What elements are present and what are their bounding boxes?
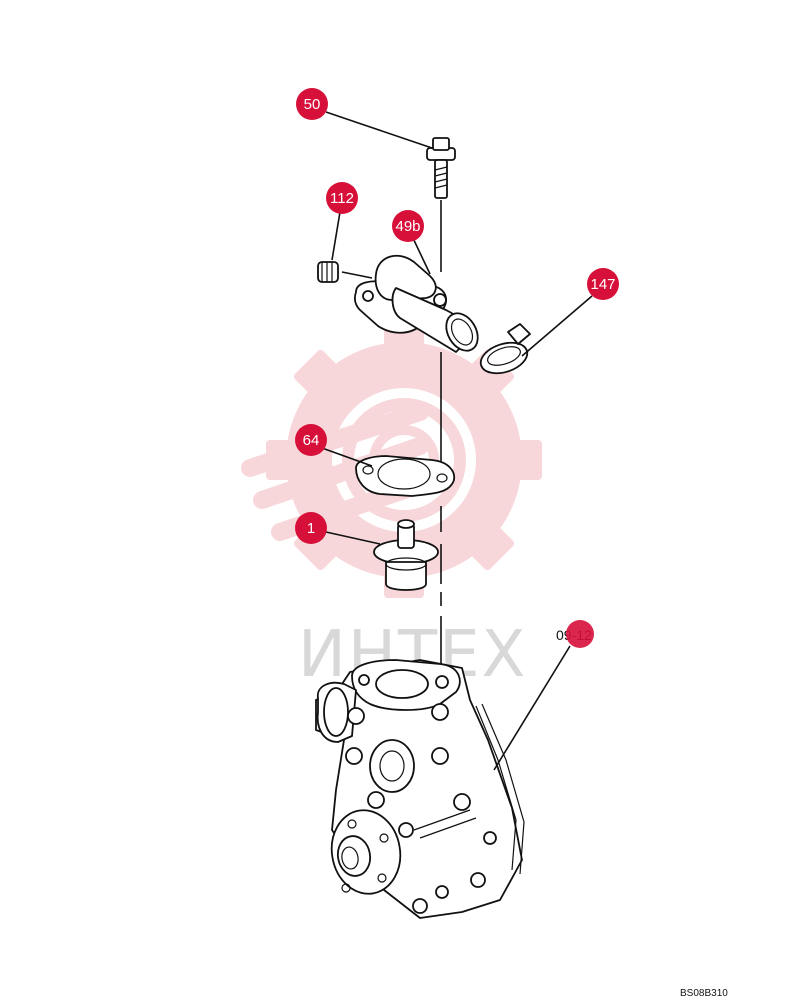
thermostat-part: [373, 519, 439, 591]
callout-50[interactable]: 50: [296, 88, 328, 120]
reference-09-12[interactable]: 09-12: [556, 620, 594, 648]
water-pump-housing-part: [315, 659, 525, 919]
callout-49b[interactable]: 49b: [392, 210, 424, 242]
hose-clamp-part: [479, 323, 531, 375]
callout-49b-label: 49b: [395, 218, 420, 235]
outlet-elbow-part: [353, 254, 479, 353]
callout-64[interactable]: 64: [295, 424, 327, 456]
callout-50-label: 50: [304, 96, 321, 113]
callout-112-label: 112: [330, 190, 354, 207]
drawing-code: BS08B310: [680, 988, 728, 999]
bolt-part: [426, 137, 456, 199]
callout-147-label: 147: [590, 276, 615, 293]
callout-1[interactable]: 1: [295, 512, 327, 544]
callout-64-label: 64: [303, 432, 320, 449]
callout-147[interactable]: 147: [587, 268, 619, 300]
gasket-part: [355, 455, 456, 497]
plug-part: [317, 261, 373, 283]
callout-1-label: 1: [307, 520, 315, 537]
leader-lines: [321, 111, 593, 771]
callout-112[interactable]: 112: [326, 182, 358, 214]
